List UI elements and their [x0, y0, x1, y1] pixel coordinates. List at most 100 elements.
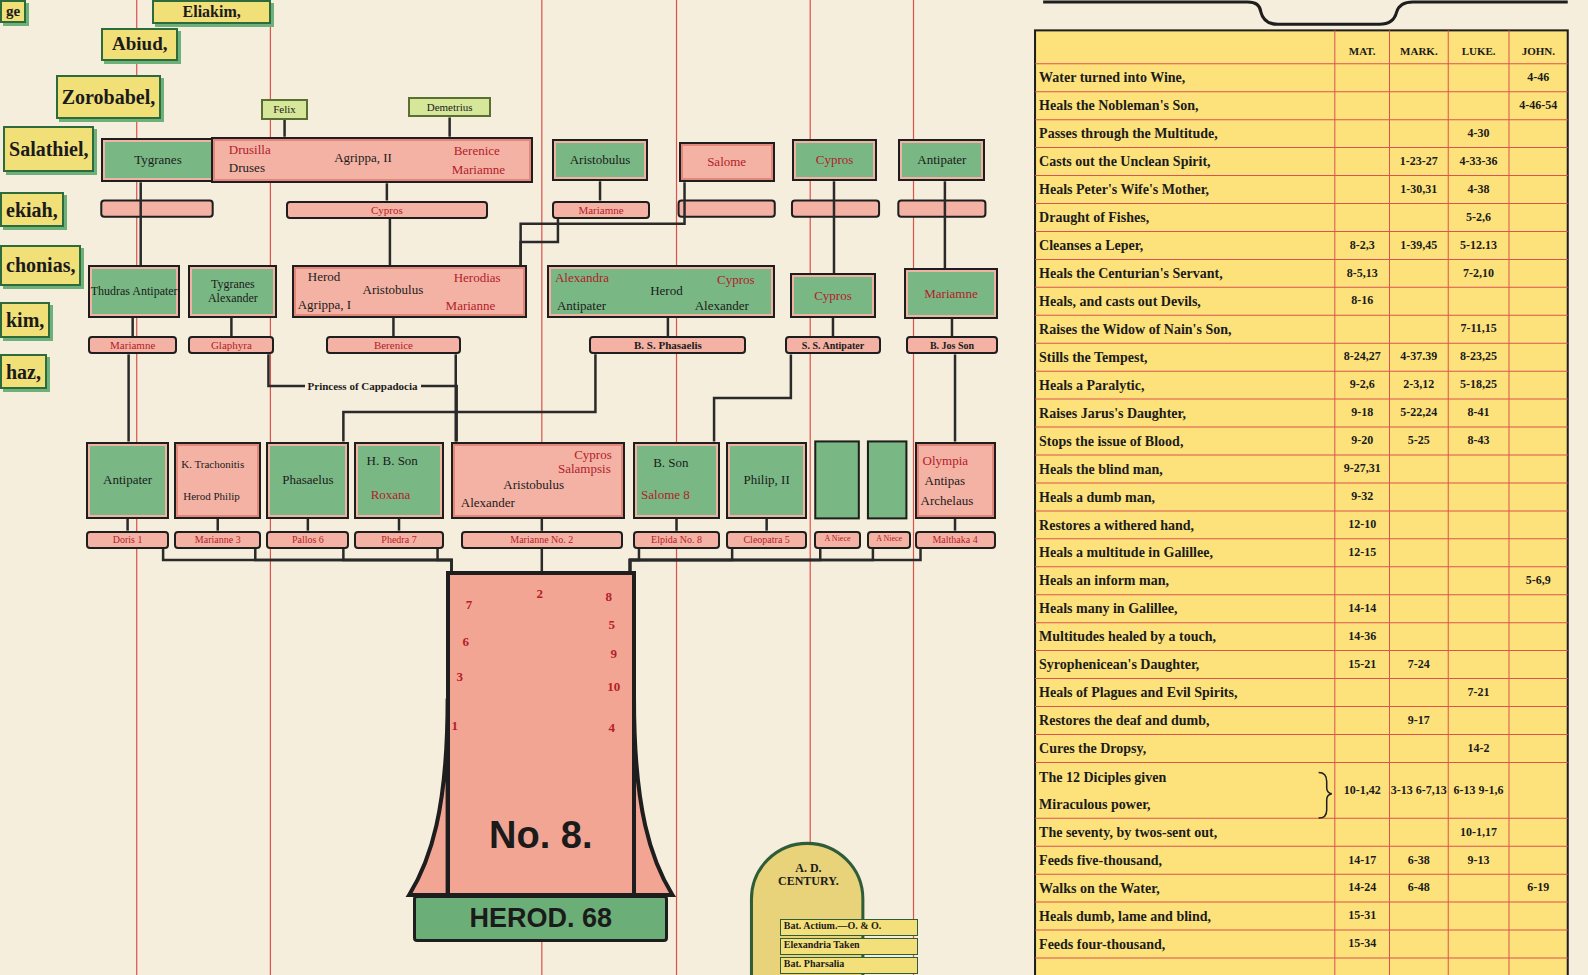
node-text: Salampsis [558, 462, 611, 476]
table-cell: 6-48 [1391, 874, 1448, 902]
family-box: Aristobulus [552, 139, 648, 182]
node-text: A. D. CENTURY. [763, 862, 853, 888]
connector [139, 182, 142, 265]
node-text: Felix [273, 103, 296, 115]
name-box: ekiah, [0, 192, 64, 226]
node-text: ekiah, [6, 199, 58, 221]
node-text: Berenice [374, 339, 413, 351]
blank-box [815, 441, 906, 518]
node-text: Mariamne [578, 204, 623, 216]
node-text: Antipater [557, 299, 606, 313]
connector [163, 549, 452, 571]
node-text: Glaphyra [211, 339, 252, 351]
table-cell: 7-11,15 [1449, 315, 1508, 343]
table-cell: 9-13 [1449, 846, 1508, 874]
table-grid [1035, 30, 1568, 975]
name-box: Eliakim, [152, 0, 272, 24]
connector [343, 354, 595, 441]
node-text: Drusilla [229, 143, 271, 157]
table-cell: 7-21 [1449, 679, 1508, 707]
node-text: K. Trachonitis [181, 458, 244, 470]
node-text: Doris 1 [113, 534, 143, 545]
node-text: Alexandra [555, 271, 609, 285]
node-text: A Niece [825, 535, 851, 544]
table-cell: 4-46-54 [1510, 92, 1567, 120]
trunk-number: 3 [457, 669, 464, 685]
miracle-name: Heals the Nobleman's Son, [1039, 92, 1333, 120]
connector [541, 519, 544, 531]
trunk-number: 8 [605, 589, 612, 605]
node-text: Cypros [574, 448, 612, 462]
table-cell: 2-3,12 [1391, 371, 1448, 399]
miracle-name: Walks on the Water, [1039, 874, 1333, 902]
connector [230, 318, 233, 336]
connector [630, 549, 921, 571]
name-box: Felix [261, 99, 308, 119]
wife-bar: Elpida No. 8 [633, 531, 720, 549]
node-text: Archelaus [921, 494, 974, 508]
node-text: HEROD. 68 [470, 904, 613, 934]
wife-bar: S. S. Antipater [785, 336, 881, 354]
node-text: Cypros [814, 289, 852, 303]
table-cell: 15-21 [1336, 651, 1389, 679]
miracle-name: Passes through the Multitude, [1039, 120, 1333, 148]
connector [343, 549, 451, 571]
name-box: Salathiel, [3, 126, 94, 173]
miracle-name: Heals an inform man, [1039, 567, 1333, 595]
connector [392, 318, 395, 336]
brace [1319, 773, 1332, 819]
family-box: Thudras Antipater [88, 265, 180, 318]
wife-bar: Mariamne [552, 201, 650, 219]
node-text: Malthaka 4 [932, 534, 977, 545]
table-header: MAT. [1335, 38, 1390, 63]
miracle-name: Casts out the Unclean Spirit, [1039, 148, 1333, 176]
node-text: Herod [650, 284, 683, 298]
panel-frame [1043, 2, 1568, 24]
miracle-name: Raises the Widow of Nain's Son, [1039, 315, 1333, 343]
connector [832, 318, 835, 336]
node-text: B. Jos Son [930, 340, 974, 351]
node-text: Alexander [461, 496, 515, 510]
connector [283, 120, 286, 137]
trunk-number: 6 [463, 634, 470, 650]
miracle-name: Cures the Dropsy, [1039, 735, 1333, 763]
node-text: Salathiel, [9, 138, 88, 160]
node-text: kim, [6, 309, 44, 331]
name-box: Zorobabel, [56, 75, 162, 120]
node-text: Bat. Actium.—O. & O. [784, 920, 882, 931]
node-text: Phedra 7 [381, 534, 416, 545]
name-box: Demetrius [408, 97, 491, 117]
table-cell: 7-2,10 [1449, 259, 1508, 287]
table-header: MARK. [1390, 38, 1449, 63]
connector [307, 519, 310, 531]
connector [216, 519, 219, 531]
connector [454, 354, 457, 441]
table-cell: 5-6,9 [1510, 567, 1567, 595]
trunk: No. 8. [446, 571, 636, 897]
table-cell: 14-2 [1449, 735, 1508, 763]
family-box: Antipater [898, 139, 985, 182]
node-text: Alexander [695, 299, 749, 313]
table-cell: 14-17 [1336, 846, 1389, 874]
table-cell: 8-41 [1449, 399, 1508, 427]
node-text: haz, [6, 361, 41, 383]
connector [675, 519, 678, 531]
table-cell: 8-24,27 [1336, 343, 1389, 371]
table-cell: 1-30,31 [1391, 176, 1448, 204]
table-cell: 8-43 [1449, 427, 1508, 455]
trunk-number: 2 [537, 586, 544, 602]
node-text: B. Son [653, 456, 688, 470]
miracle-name: The seventy, by twos-sent out, [1039, 819, 1333, 847]
node-text: ge [6, 3, 20, 20]
family-box: DrusillaDrusesAgrippa, IIBereniceMariamn… [211, 137, 533, 184]
family-box: Tygranes [101, 138, 214, 183]
miracle-name: Heals many in Galillee, [1039, 595, 1333, 623]
table-cell: 7-24 [1391, 651, 1448, 679]
connector [438, 549, 452, 571]
miracle-name: Stops the issue of Blood, [1039, 427, 1333, 455]
node-text: Marianne No. 2 [510, 534, 573, 545]
node-text: S. S. Antipater [802, 340, 864, 351]
name-box: ge [0, 0, 26, 23]
node-text: Roxana [371, 488, 411, 502]
miracle-name: Syrophenicean's Daughter, [1039, 651, 1333, 679]
